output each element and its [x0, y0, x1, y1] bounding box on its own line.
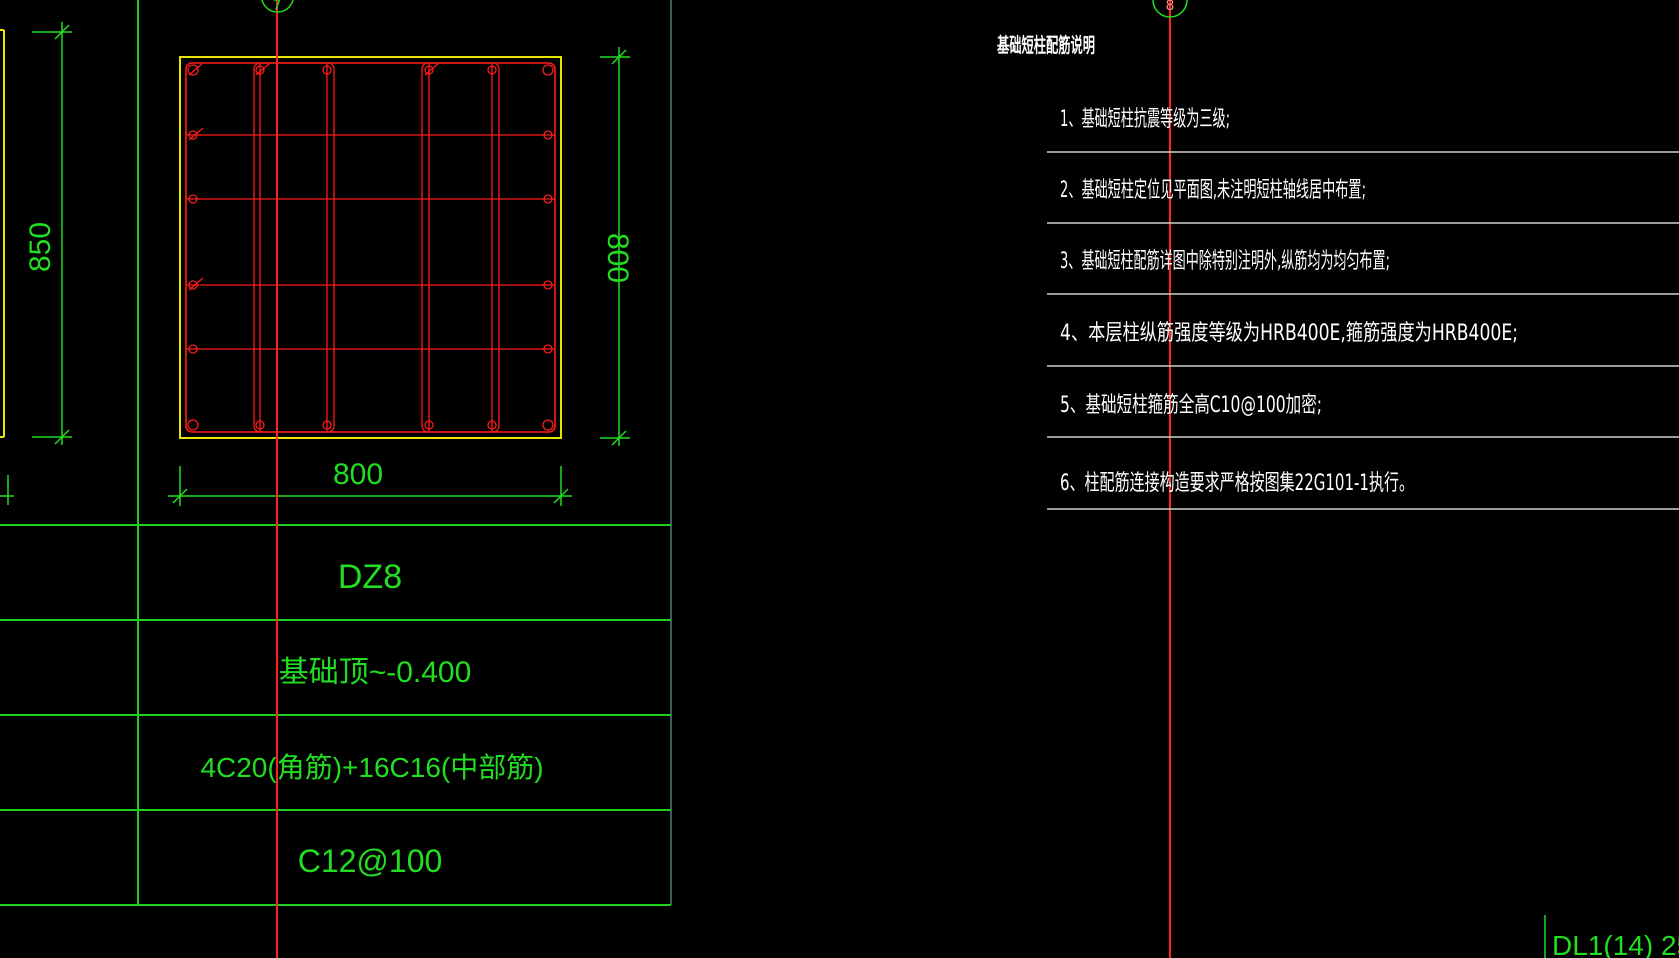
left-partial-section: 850	[0, 22, 72, 505]
axis-7[interactable]: 7	[261, 0, 294, 958]
inner-stirrup	[253, 62, 335, 433]
outer-stirrup	[185, 62, 556, 433]
section-height-dimension-group: 800	[600, 47, 634, 446]
longitudinal-bar	[188, 130, 198, 140]
longitudinal-bar	[255, 420, 265, 430]
longitudinal-bar	[542, 64, 554, 76]
longitudinal-bar	[188, 194, 198, 204]
longitudinal-bar	[187, 64, 199, 76]
notes-title: 基础短柱配筋说明	[997, 33, 1095, 57]
longitudinal-bar	[543, 194, 553, 204]
note-item-5[interactable]: 5、基础短柱箍筋全高C10@100加密;	[1060, 393, 1322, 418]
longitudinal-bar	[424, 420, 434, 430]
column-id-cell[interactable]: DZ8	[338, 558, 402, 596]
axis-bubble	[1152, 0, 1188, 18]
beam-label: DL1(14) 25	[1552, 930, 1679, 958]
section-width-dimension-group: 800	[168, 458, 572, 506]
notes-block[interactable]: 基础短柱配筋说明 1、基础短柱抗震等级为三级; 2、基础短柱定位见平面图,未注明…	[997, 33, 1679, 510]
partial-height-dimension: 850	[24, 222, 57, 272]
axis-label: 7	[273, 0, 282, 14]
axis-8[interactable]: 8	[1152, 0, 1188, 958]
longitudinal-bar	[322, 65, 332, 75]
stirrup-hook	[188, 127, 204, 141]
section-width-dimension: 800	[333, 458, 383, 491]
stirrup-hook	[255, 62, 271, 76]
longitudinal-bar	[543, 130, 553, 140]
note-item-1[interactable]: 1、基础短柱抗震等级为三级;	[1060, 107, 1230, 132]
longitudinal-bar	[188, 280, 198, 290]
axis-bubble	[261, 0, 294, 13]
stirrup-hook	[188, 277, 204, 291]
note-item-3[interactable]: 3、基础短柱配筋详图中除特别注明外,纵筋均为均匀布置;	[1060, 249, 1390, 274]
note-item-2[interactable]: 2、基础短柱定位见平面图,未注明短柱轴线居中布置;	[1060, 178, 1366, 203]
section-outline	[179, 56, 562, 439]
longitudinal-bar	[487, 65, 497, 75]
note-item-6[interactable]: 6、柱配筋连接构造要求严格按图集22G101-1执行。	[1060, 471, 1414, 496]
elevation-cell[interactable]: 基础顶~-0.400	[279, 656, 472, 689]
stirrup-hook	[424, 62, 440, 76]
longitudinal-bar	[543, 344, 553, 354]
bottom-right-beam-label[interactable]: DL1(14) 25	[1544, 915, 1679, 958]
stirrup-hook	[188, 62, 204, 76]
rebar-layout	[186, 62, 555, 433]
longitudinal-bar	[542, 419, 554, 431]
longitudinal-bar	[188, 344, 198, 354]
stirrup-cell[interactable]: C12@100	[298, 843, 443, 879]
longitudinal-rebar-cell[interactable]: 4C20(角筋)+16C16(中部筋)	[200, 752, 543, 783]
longitudinal-bar	[424, 65, 434, 75]
inner-stirrup	[421, 62, 500, 433]
axis-label: 8	[1166, 0, 1175, 14]
longitudinal-bar	[187, 419, 199, 431]
schedule-table: DZ8 基础顶~-0.400 4C20(角筋)+16C16(中部筋) C12@1…	[0, 524, 671, 906]
section-height-dimension: 800	[601, 233, 634, 283]
column-section[interactable]	[179, 56, 562, 439]
longitudinal-bar	[487, 420, 497, 430]
longitudinal-bar	[322, 420, 332, 430]
longitudinal-bar	[255, 65, 265, 75]
longitudinal-bar	[543, 280, 553, 290]
note-item-4[interactable]: 4、本层柱纵筋强度等级为HRB400E,箍筋强度为HRB400E;	[1060, 321, 1518, 346]
